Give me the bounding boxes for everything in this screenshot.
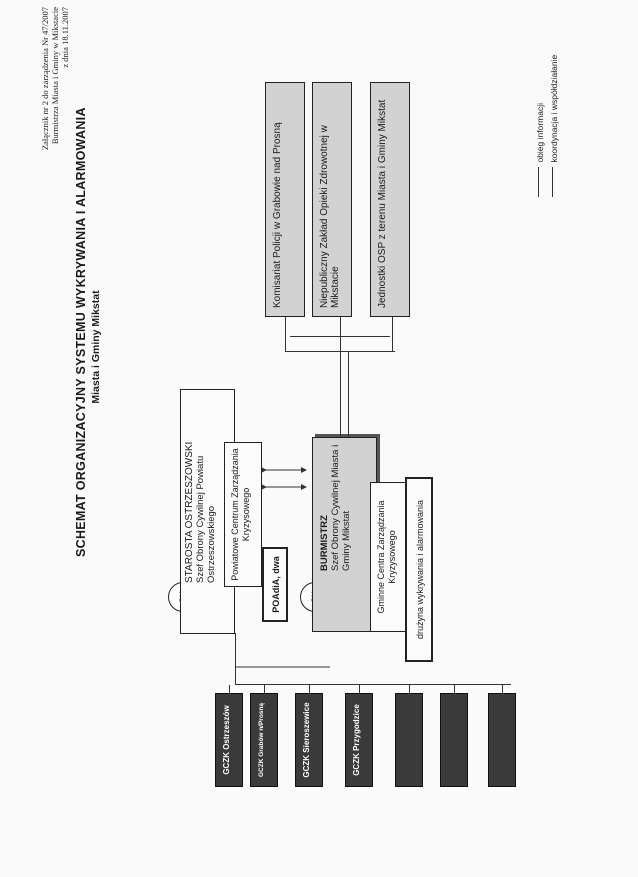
- burmistrz-role: Szef Obrony Cywilnej Miasta i Gminy Miks…: [330, 444, 352, 571]
- poadia-label: POAdiA, dwa: [271, 556, 281, 613]
- burmistrz-name: BURMISTRZ: [319, 515, 330, 571]
- gczk-box-przygodzice: GCZK Przygodzice: [345, 693, 373, 787]
- tick-gczk-7: [502, 685, 503, 693]
- legend-coord-label: koordynacja i współdziałanie: [549, 54, 559, 163]
- tick-gczk-6: [454, 685, 455, 693]
- service-box-nzoz: Niepubliczny Zakład Opieki Zdrowotnej w …: [312, 82, 352, 317]
- service-label-nzoz: Niepubliczny Zakład Opieki Zdrowotnej w …: [319, 125, 341, 308]
- connector-burmistrz-up: [340, 352, 341, 437]
- gczk-box-empty-3: [488, 693, 516, 787]
- connector-gczk-rail: [235, 684, 511, 685]
- gminne-centra-box: Gminne Centra Zarządzania Kryzysowego: [370, 482, 408, 632]
- starosta-role: Szef Obrony Cywilnej Powiatu Ostrzeszows…: [195, 455, 217, 583]
- page-title: SCHEMAT ORGANIZACYJNY SYSTEMU WYKRYWANIA…: [74, 107, 88, 557]
- gminne-centra-label: Gminne Centra Zarządzania Kryzysowego: [376, 500, 397, 614]
- starosta-name: STAROSTA OSTRZESZOWSKI: [184, 441, 195, 583]
- gczk-box-grabow: GCZK Grabów n/Prosną: [250, 693, 278, 787]
- connector-gczk-trunk: [235, 633, 236, 685]
- legend-coord-row: koordynacja i współdziałanie: [544, 55, 562, 197]
- tick-gczk-4: [359, 685, 360, 693]
- gczk-box-sieroszewice: GCZK Sieroszewice: [295, 693, 323, 787]
- gczk-box-empty-2: [440, 693, 468, 787]
- connector-osp: [392, 317, 393, 352]
- pczk-box: Powiatowe Centrum Zarządzania Kryzysoweg…: [224, 442, 262, 587]
- header-note-line1: Załącznik nr 2 do zarządzenia Nr 47/2007: [40, 7, 50, 151]
- service-label-policja: Komisariat Policji w Grabowie nad Prosną: [272, 122, 283, 308]
- poadia-box: POAdiA, dwa: [262, 547, 288, 622]
- pczk-burmistrz-arrows: [262, 467, 307, 490]
- legend-coord-arrow: [552, 167, 554, 197]
- druzyna-label: drużyna wykrywania i alarmowania: [415, 499, 425, 640]
- legend-info-arrow: [538, 167, 540, 197]
- service-box-policja: Komisariat Policji w Grabowie nad Prosną: [265, 82, 305, 317]
- service-box-osp: Jednostki OSP z terenu Miasta i Gminy Mi…: [370, 82, 410, 317]
- header-note-line2: Burmistrza Miasta i Gminy w Mikstacie: [50, 7, 60, 145]
- gczk-box-empty-1: [395, 693, 423, 787]
- tick-gczk-3: [309, 685, 310, 693]
- header-note-line3: z dnia 18.11.2007: [60, 7, 70, 68]
- connector-nzoz: [340, 317, 341, 352]
- tick-gczk-1: [229, 685, 230, 693]
- service-label-osp: Jednostki OSP z terenu Miasta i Gminy Mi…: [377, 99, 388, 308]
- tick-gczk-5: [409, 685, 410, 693]
- connector-burmistrz-up-2: [348, 352, 349, 437]
- page-subtitle: Miasta i Gminy Mikstat: [90, 290, 102, 404]
- gczk-box-ostrzeszow: GCZK Ostrzeszów: [215, 693, 243, 787]
- header-note: Załącznik nr 2 do zarządzenia Nr 47/2007…: [40, 7, 70, 177]
- connector-policja: [285, 317, 286, 352]
- pczk-label: Powiatowe Centrum Zarządzania Kryzysoweg…: [230, 448, 251, 581]
- burmistrz-box: BURMISTRZ Szef Obrony Cywilnej Miasta i …: [312, 437, 377, 632]
- legend: obieg informacji koordynacja i współdzia…: [530, 47, 570, 197]
- druzyna-box: drużyna wykrywania i alarmowania: [405, 477, 433, 662]
- tick-gczk-2: [264, 685, 265, 693]
